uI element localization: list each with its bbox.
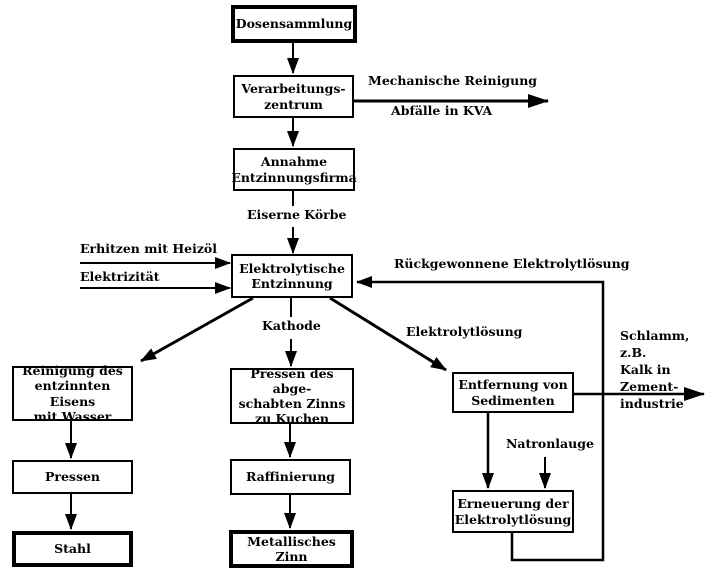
arrow-feedback-rueckgewonnene — [356, 276, 605, 562]
node-dosensammlung: Dosensammlung — [231, 5, 357, 43]
node-verarbeitungszentrum: Verarbeitungs- zentrum — [233, 75, 354, 118]
edge-label-elektrizitaet: Elektrizität — [80, 269, 160, 284]
edge-label-kathode: Kathode — [262, 318, 321, 333]
node-pressen-zinn-kuchen: Pressen des abge- schabten Zinns zu Kuch… — [230, 366, 354, 426]
node-stahl: Stahl — [12, 531, 133, 567]
edge-label-schlamm-zementindustrie: Schlamm, z.B. Kalk in Zement- industrie — [620, 328, 690, 411]
edge-label-eiserne-koerbe: Eiserne Körbe — [247, 207, 347, 222]
edge-label-natronlauge: Natronlauge — [506, 436, 594, 451]
edge-label-abfaelle-in-kva: Abfälle in KVA — [391, 103, 493, 118]
node-metallisches-zinn: Metallisches Zinn — [229, 530, 354, 568]
node-raffinierung: Raffinierung — [230, 459, 351, 495]
node-pressen: Pressen — [12, 460, 133, 494]
edge-label-erhitzen-mit-heizoel: Erhitzen mit Heizöl — [80, 241, 218, 256]
edge-label-rueckgewonnene-elektrolytloesung: Rückgewonnene Elektrolytlösung — [394, 256, 630, 271]
edge-label-mechanische-reinigung: Mechanische Reinigung — [368, 73, 538, 88]
node-elektrolytische-entzinnung: Elektrolytische Entzinnung — [231, 254, 353, 298]
arrow-elektrolytische-to-reinigung — [140, 296, 254, 363]
node-entfernung-sedimenten: Entfernung von Sedimenten — [452, 372, 574, 413]
arrow-elektrolytloesung-to-entfernung — [329, 296, 447, 372]
node-erneuerung-elektrolytloesung: Erneuerung der Elektrolytlösung — [452, 490, 574, 533]
edge-label-elektrolytloesung: Elektrolytlösung — [406, 324, 523, 339]
node-reinigung-eisen: Reinigung des entzinnten Eisens mit Wass… — [12, 363, 133, 424]
node-annahme-entzinnungsfirma: Annahme Entzinnungsfirma — [231, 148, 357, 191]
